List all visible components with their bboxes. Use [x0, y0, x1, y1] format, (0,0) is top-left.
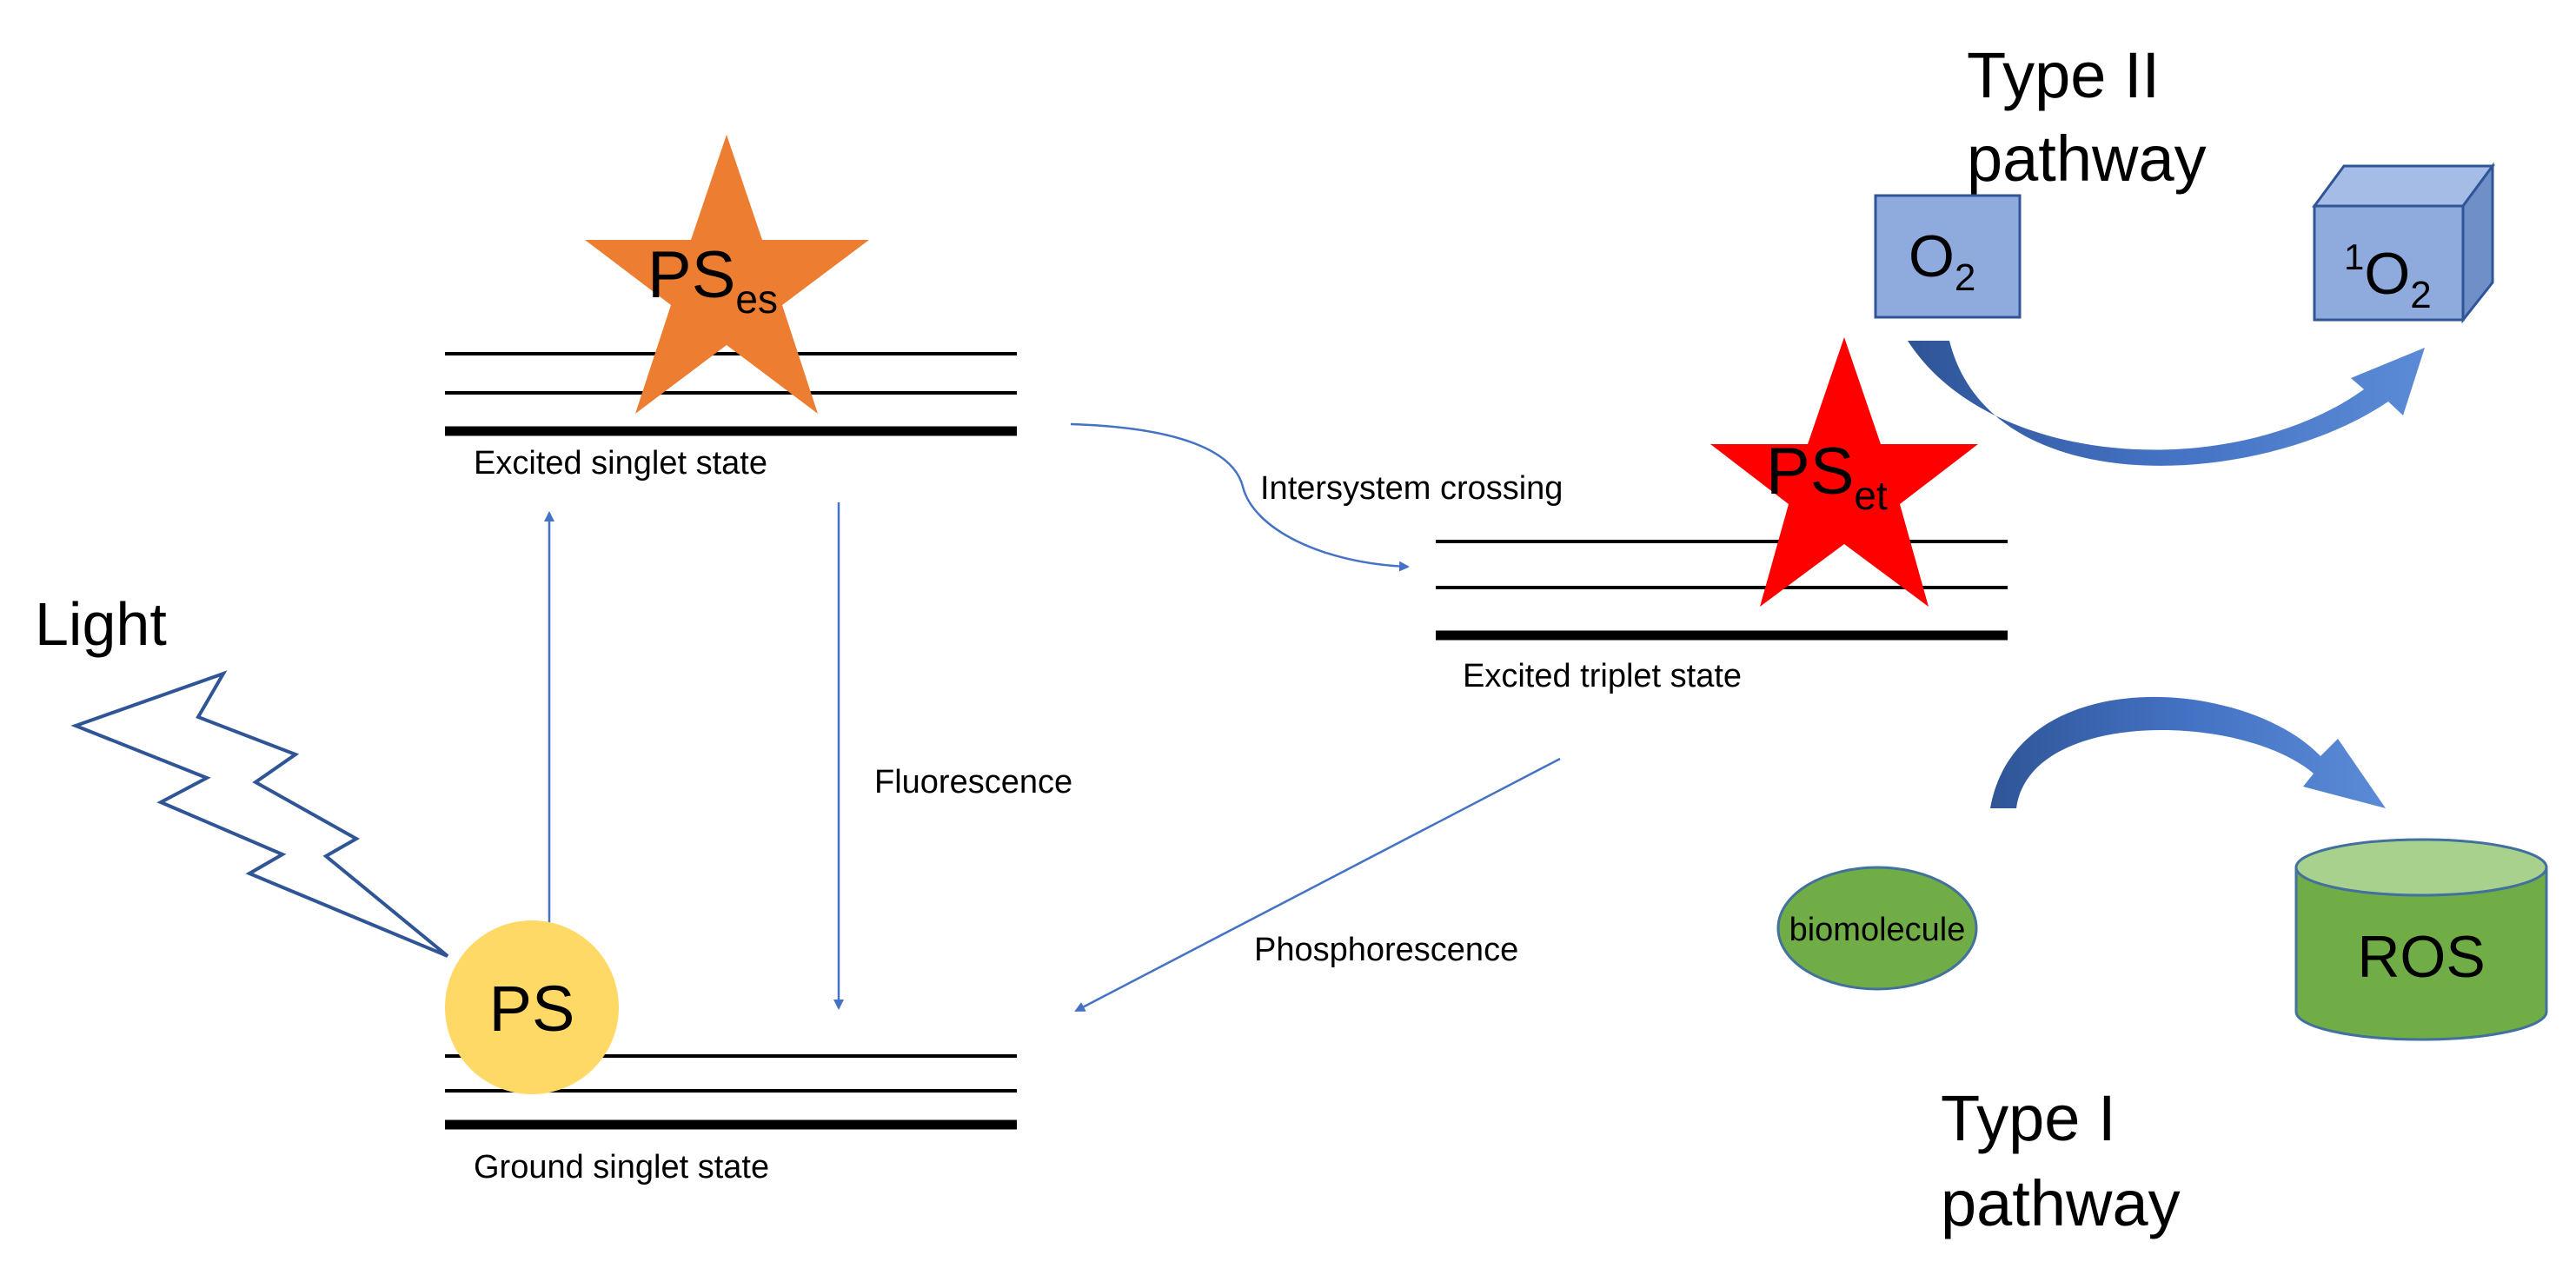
ros-label: ROS — [2357, 924, 2485, 990]
type2-title-line2: pathway — [1967, 123, 2207, 195]
ros-cylinder — [2294, 838, 2548, 1041]
biomolecule-ellipse — [1776, 866, 1978, 991]
type2-title-line1: Type II — [1967, 39, 2160, 111]
intersystem-crossing-label: Intersystem crossing — [1260, 470, 1563, 507]
phosphorescence-arrow — [1074, 757, 1561, 1013]
lightning-bolt-icon — [70, 670, 449, 958]
intersystem-crossing-arrow — [1070, 422, 1410, 572]
o2-label: O2 — [1909, 223, 1975, 299]
excited-triplet-label: Excited triplet state — [1463, 658, 1742, 694]
ps-ground-label: PS — [489, 973, 575, 1045]
ps-es-star-icon — [585, 135, 869, 414]
biomolecule-label: biomolecule — [1789, 912, 1966, 948]
ps-ground-circle — [445, 920, 619, 1094]
singlet-o2-cube — [2312, 162, 2495, 324]
ground-singlet-label: Ground singlet state — [474, 1149, 769, 1186]
excited-singlet-levels — [445, 352, 1017, 436]
type1-title-line2: pathway — [1941, 1167, 2181, 1239]
fluorescence-label: Fluorescence — [874, 764, 1072, 800]
phosphorescence-label: Phosphorescence — [1254, 932, 1518, 968]
ps-et-label: PSet — [1766, 435, 1888, 518]
ps-es-label: PSes — [647, 238, 778, 322]
o2-box — [1874, 194, 2022, 319]
ps-et-star-icon — [1710, 337, 1978, 607]
type2-curved-arrow — [1908, 341, 2425, 466]
light-label: Light — [35, 590, 167, 658]
type1-title-line1: Type I — [1941, 1082, 2116, 1154]
type1-curved-arrow — [1990, 696, 2386, 808]
singlet-o2-label: 1O2 — [2344, 236, 2432, 316]
excited-singlet-label: Excited singlet state — [474, 445, 767, 482]
